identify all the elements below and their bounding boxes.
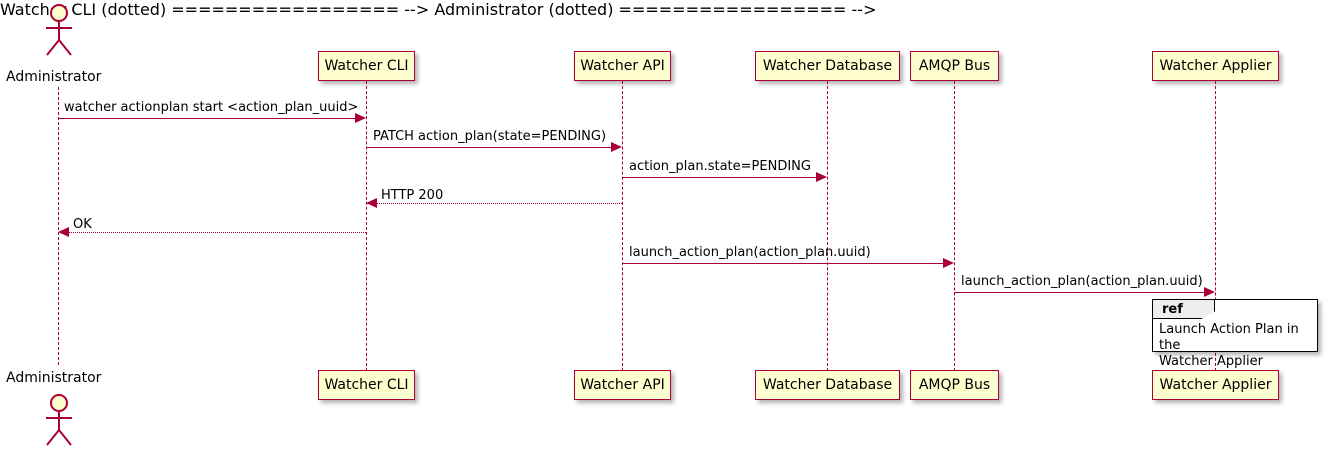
lifeline-watcher-applier [1215,81,1216,371]
participant-box-watcher-api-bottom[interactable]: Watcher API [574,370,671,400]
lifeline-watcher-database [827,81,828,371]
participant-box-watcher-applier-top[interactable]: Watcher Applier [1152,51,1279,81]
message-line-6 [622,263,946,264]
message-line-2 [366,147,614,148]
participant-box-watcher-cli-bottom[interactable]: Watcher CLI [318,370,415,400]
participant-box-watcher-api-top[interactable]: Watcher API [574,51,671,81]
message-label-4: HTTP 200 [381,188,444,203]
message-label-7: launch_action_plan(action_plan.uuid) [961,274,1203,289]
arrow-head-icon-2 [611,142,622,152]
ref-fragment-box[interactable]: ref Launch Action Plan in the Watcher Ap… [1152,299,1318,369]
message-label-1: watcher actionplan start <action_plan_uu… [64,100,359,115]
lifeline-watcher-cli [366,81,367,371]
message-label-5: OK [73,217,92,232]
arrow-head-icon-5 [58,227,69,237]
participant-box-watcher-database-top[interactable]: Watcher Database [755,51,900,81]
participant-box-amqp-bus-bottom[interactable]: AMQP Bus [910,370,999,400]
ref-fragment-text: Launch Action Plan in the Watcher Applie… [1159,322,1299,369]
message-line-5 [69,232,366,233]
arrow-head-icon-3 [816,172,827,182]
participant-box-watcher-database-bottom[interactable]: Watcher Database [755,370,900,400]
arrow-head-icon-6 [943,258,954,268]
ref-fragment-keyword: ref [1153,300,1215,319]
lifeline-administrator [58,87,59,365]
actor-label-administrator-top: Administrator [6,69,102,85]
participant-box-watcher-applier-bottom[interactable]: Watcher Applier [1152,370,1279,400]
arrow-head-icon-4 [366,198,377,208]
message-label-6: launch_action_plan(action_plan.uuid) [629,245,871,260]
actor-icon-administrator-top [38,2,78,58]
message-line-3 [622,177,819,178]
actor-icon-administrator-bottom [38,392,78,448]
lifeline-watcher-api [622,81,623,371]
arrow-head-icon-7 [1204,287,1215,297]
message-line-1 [58,118,358,119]
actor-label-administrator-bottom: Administrator [6,370,102,386]
lifeline-amqp-bus [954,81,955,371]
message-line-7 [954,292,1204,293]
participant-box-watcher-cli-top[interactable]: Watcher CLI [318,51,415,81]
participant-box-amqp-bus-top[interactable]: AMQP Bus [910,51,999,81]
message-label-3: action_plan.state=PENDING [629,159,811,174]
arrow-head-icon-1 [355,113,366,123]
message-label-2: PATCH action_plan(state=PENDING) [373,129,607,144]
message-line-4 [377,203,622,204]
